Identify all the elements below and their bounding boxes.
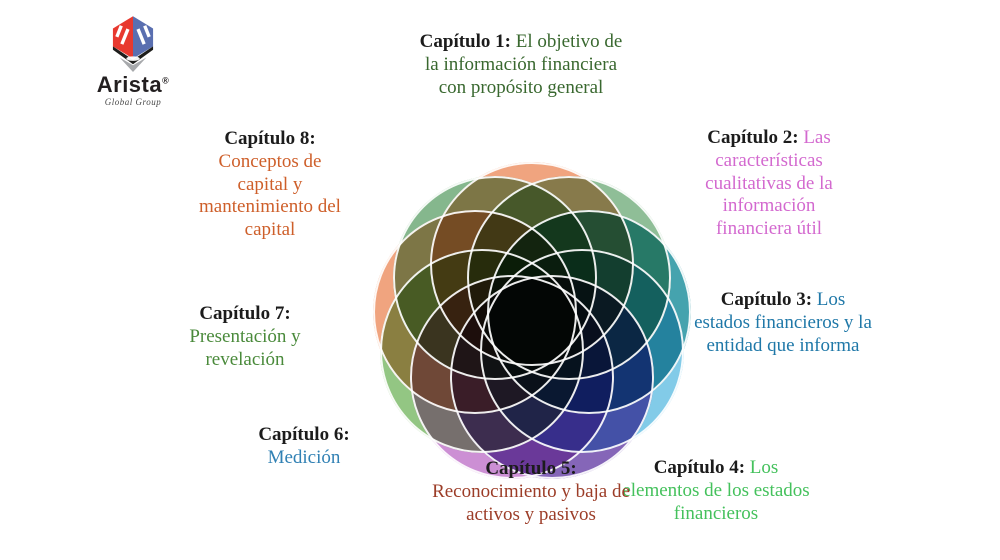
chapter-6-title: Medición: [267, 446, 341, 468]
brand-name: Arista®: [88, 74, 178, 96]
chapter-7-title: Presentación y revelación: [189, 325, 301, 370]
venn-flower-diagram: [372, 162, 694, 482]
chapter-4-label: Capítulo 4: Los elementos de los estados…: [622, 457, 810, 525]
cube-shadow: [119, 57, 147, 72]
cube-stripe: [120, 28, 130, 45]
registered-mark: ®: [162, 75, 170, 86]
chapter-6-label: Capítulo 6: Medición: [243, 424, 365, 470]
chapter-8-label: Capítulo 8: Conceptos de capital y mante…: [199, 128, 341, 242]
chapter-3-number: Capítulo 3:: [720, 289, 813, 310]
chapter-2-title: Las características cualitativas de la i…: [705, 127, 833, 240]
cube-stripe: [143, 25, 151, 38]
arista-logo: Arista® Global Group: [88, 14, 178, 107]
chapter-5-number: Capítulo 5:: [485, 458, 577, 479]
chapter-1-number: Capítulo 1:: [419, 31, 511, 52]
chapter-7-label: Capítulo 7: Presentación y revelación: [170, 303, 320, 371]
chapter-6-number: Capítulo 6:: [258, 424, 350, 445]
cube-logo-icon: [112, 16, 154, 72]
chapter-1-label: Capítulo 1: El objetivo de la informació…: [415, 31, 627, 99]
brand-tagline: Global Group: [104, 97, 162, 107]
chapter-2-label: Capítulo 2: Las características cualitat…: [683, 127, 855, 241]
brand-text: Arista: [96, 72, 163, 97]
venn-circle-outline-9: [393, 176, 597, 380]
cube-stripe: [136, 28, 146, 45]
chapter-5-label: Capítulo 5: Reconocimiento y baja de act…: [430, 458, 632, 526]
chapter-1-title: El objetivo de la información financiera…: [424, 31, 623, 98]
chapter-7-number: Capítulo 7:: [199, 303, 291, 324]
chapter-3-title: Los estados financieros y la entidad que…: [694, 289, 872, 356]
cube-ellipse: [126, 56, 140, 61]
chapter-3-label: Capítulo 3: Los estados financieros y la…: [693, 289, 873, 357]
chapter-8-title: Conceptos de capital y mantenimiento del…: [199, 150, 341, 241]
chapter-2-number: Capítulo 2:: [707, 127, 799, 148]
chapter-4-title: Los elementos de los estados financieros: [622, 457, 810, 524]
chapter-8-number: Capítulo 8:: [224, 128, 316, 149]
chapter-5-title: Reconocimiento y baja de activos y pasiv…: [432, 480, 630, 525]
chapter-4-number: Capítulo 4:: [653, 457, 746, 478]
cube-stripe: [115, 25, 123, 38]
